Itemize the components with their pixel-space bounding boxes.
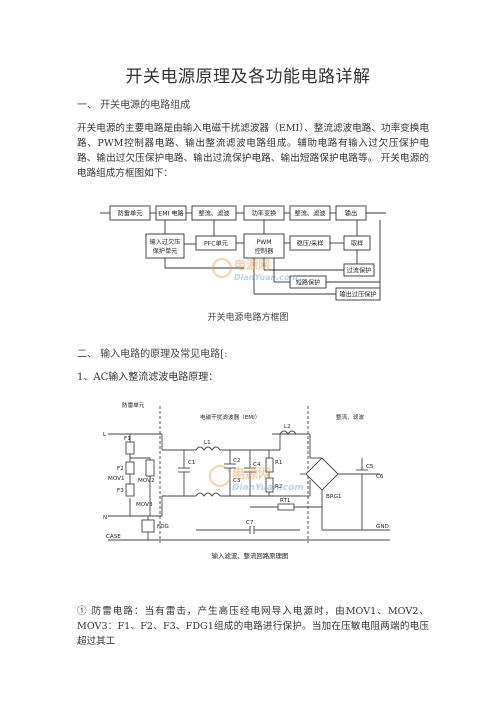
svg-text:MOV1: MOV1 — [108, 476, 125, 482]
watermark: 电源网 DianYuan.com — [212, 257, 298, 282]
subsection-heading: 1、AC输入整流滤波电路原理： — [77, 372, 219, 383]
label-isolation: 稳压/采样 — [297, 240, 324, 248]
label-power: 功率变换 — [252, 210, 277, 218]
label-out-rect: 整流、滤波 — [295, 210, 326, 218]
label-short: 短路保护 — [296, 279, 321, 287]
label-surge-unit: 防雷单元 — [122, 401, 145, 409]
label-in-protect-1: 输入过欠压 — [150, 238, 181, 246]
svg-text:电源网: 电源网 — [234, 257, 270, 272]
block-diagram-caption: 开关电源电路方框图 — [207, 313, 289, 323]
svg-text:L2: L2 — [284, 424, 291, 430]
circuit-caption: 输入滤波、整流回路原理图 — [212, 551, 289, 560]
label-pwm-2: 控制器 — [255, 247, 274, 255]
label-pwm-1: PWM — [256, 239, 271, 246]
label-out-protect: 输出过压保护 — [339, 291, 376, 299]
svg-text:CASE: CASE — [106, 534, 121, 540]
label-sample: 取样 — [351, 240, 363, 248]
svg-text:C7: C7 — [246, 520, 254, 526]
svg-text:L1: L1 — [204, 440, 211, 446]
input-circuit-diagram: 防雷单元 电磁干扰滤波器（EMI） 整流、滤波 L N CASE GND F1 … — [103, 401, 390, 560]
svg-text:MOV3: MOV3 — [136, 502, 153, 508]
svg-text:C4: C4 — [253, 462, 261, 468]
svg-text:L: L — [103, 432, 107, 438]
svg-text:F2: F2 — [117, 466, 124, 472]
svg-text:DianYuan.com: DianYuan.com — [232, 483, 304, 493]
svg-text:R2: R2 — [275, 484, 282, 490]
svg-text:RT1: RT1 — [280, 498, 291, 504]
svg-text:MOV2: MOV2 — [138, 478, 155, 484]
svg-text:C3: C3 — [233, 478, 241, 484]
svg-text:C5: C5 — [366, 464, 374, 470]
label-rectifier: 整流、滤波 — [336, 413, 364, 421]
svg-text:BRG1: BRG1 — [326, 494, 342, 500]
label-emi: EMI 电路 — [158, 210, 184, 218]
svg-text:C2: C2 — [233, 458, 240, 464]
section-heading-2: 二、 输入电路的原理及常见电路[: — [77, 349, 228, 360]
svg-text:GND: GND — [376, 524, 389, 530]
svg-text:R1: R1 — [275, 460, 283, 466]
svg-text:F3: F3 — [117, 488, 124, 494]
svg-text:FDG: FDG — [157, 524, 169, 530]
label-rect: 整流、滤波 — [199, 210, 230, 218]
label-surge: 防雷单元 — [118, 210, 143, 218]
section-heading-1: 一、 开关电源的电路组成 — [77, 100, 191, 111]
label-in-protect-2: 保护单元 — [153, 247, 178, 255]
intro-paragraph: 开关电源的主要电路是由输入电磁干扰滤波器（EMI）、整流滤波电路、功率变换电路、… — [77, 123, 429, 179]
label-pfc: PFC单元 — [204, 240, 228, 248]
svg-text:C6: C6 — [376, 474, 384, 480]
svg-text:F1: F1 — [124, 436, 131, 442]
label-emi-filter: 电磁干扰滤波器（EMI） — [200, 413, 260, 421]
svg-text:C1: C1 — [188, 460, 196, 466]
label-output: 输出 — [345, 210, 357, 218]
label-overcurrent: 过流保护 — [347, 267, 372, 275]
surge-protection-paragraph: ① 防雷电路：当有雷击，产生高压经电网导入电源时，由MOV1、MOV2、MOV3… — [77, 606, 429, 647]
svg-text:电源网: 电源网 — [232, 466, 271, 482]
page-title: 开关电源原理及各功能电路详解 — [125, 67, 371, 87]
svg-text:DianYuan.com: DianYuan.com — [234, 273, 298, 282]
watermark: 电源网 DianYuan.com — [209, 465, 304, 493]
svg-text:N: N — [103, 515, 107, 521]
block-diagram: 防雷单元 EMI 电路 整流、滤波 功率变换 整流、滤波 输出 输入过欠压 保护… — [100, 205, 386, 301]
